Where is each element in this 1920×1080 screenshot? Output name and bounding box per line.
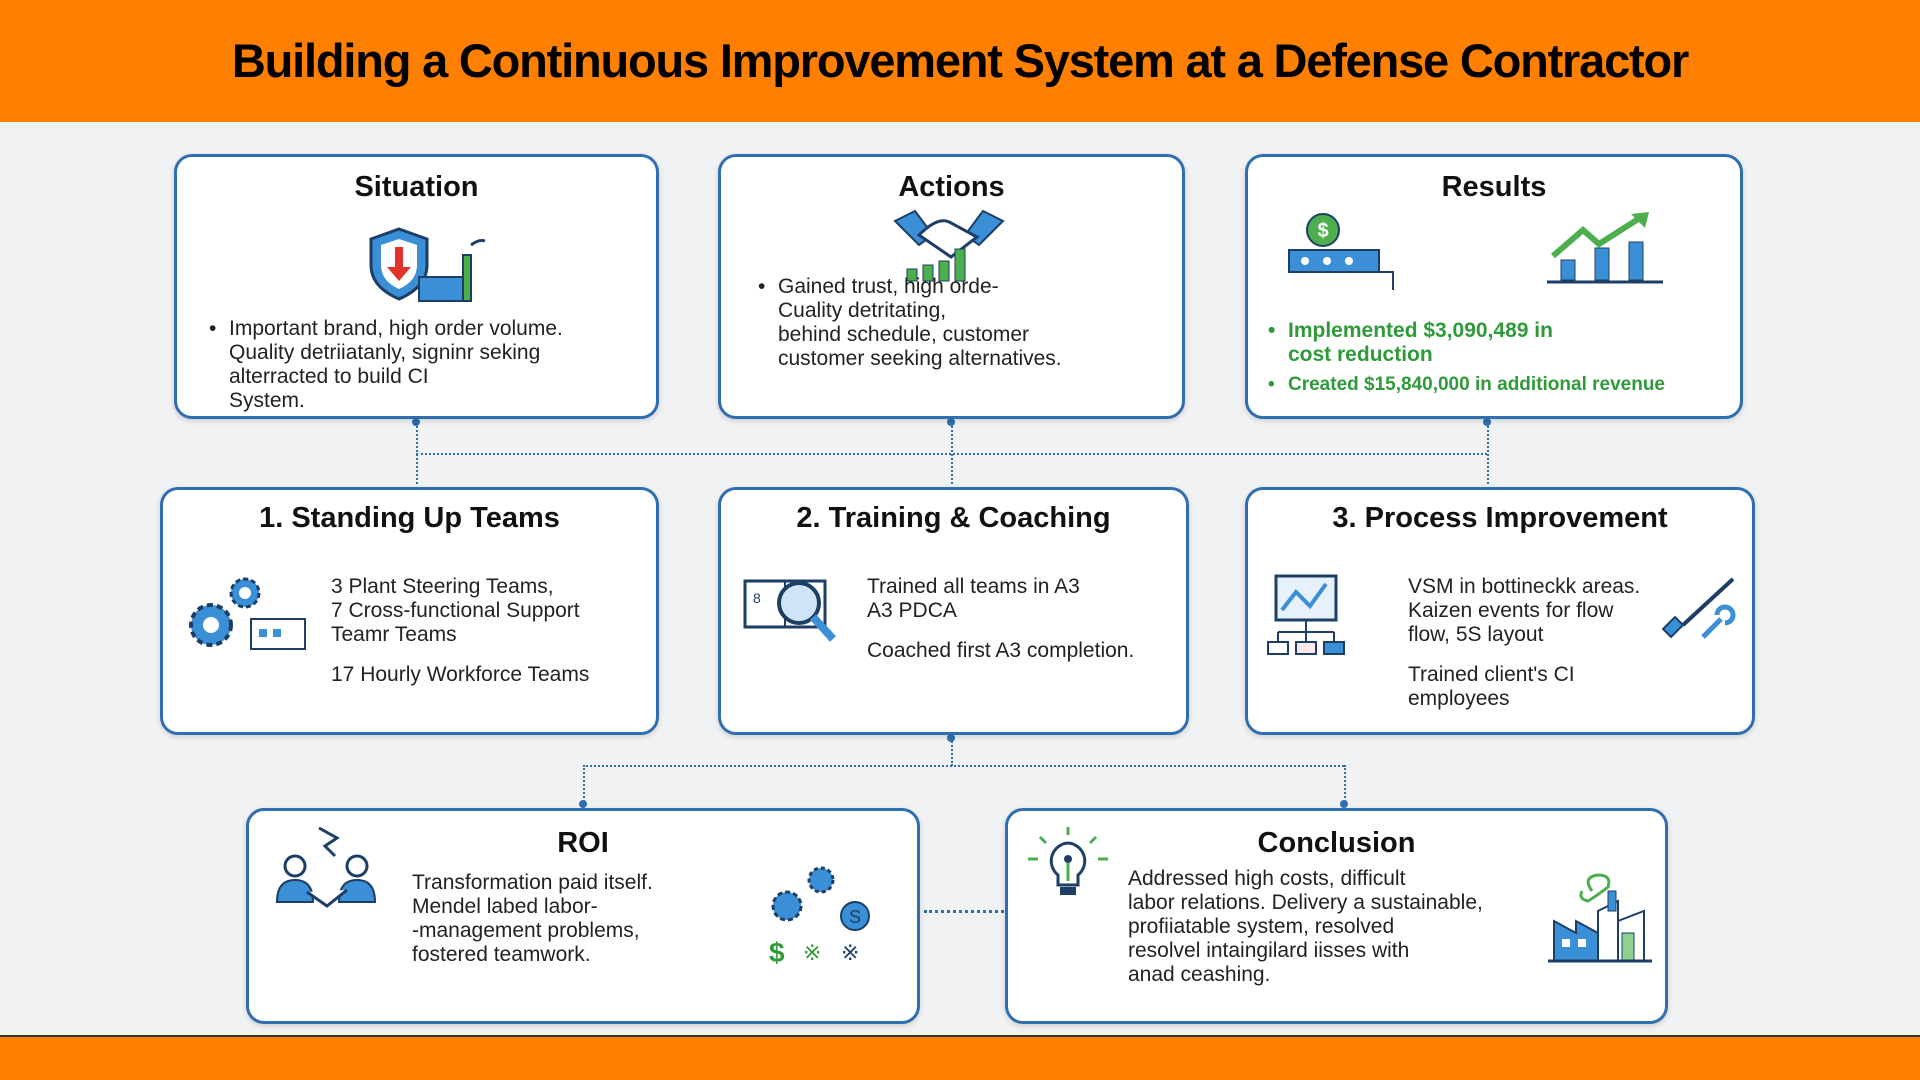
text-line: alterracted to build CI: [229, 365, 429, 388]
connector-dot: [412, 418, 420, 426]
text-line: VSM in bottineckk areas.: [1408, 575, 1641, 598]
conclusion-title: Conclusion: [1257, 827, 1416, 859]
text-line: 3 Plant Steering Teams,: [331, 575, 554, 598]
step3-text: VSM in bottineckk areas. Kaizen events f…: [1408, 575, 1688, 711]
lightbulb-icon: [1028, 827, 1108, 895]
broom-wrench-icon: [1661, 577, 1736, 639]
text-line: Trained all teams in A3: [867, 575, 1080, 598]
svg-text:※: ※: [803, 940, 821, 965]
step2-title: 2. Training & Coaching: [796, 502, 1111, 534]
roi-card: ROI Transformation paid itself. Mendel l…: [246, 808, 920, 1024]
result-item: Created $15,840,000 in additional revenu…: [1266, 373, 1736, 397]
step2-text: Trained all teams in A3 A3 PDCA Coached …: [867, 575, 1187, 663]
text-line: 17 Hourly Workforce Teams: [331, 663, 590, 686]
results-card: Results $ Implemented $3,090,489 incost …: [1245, 154, 1743, 419]
gears-icon: [189, 577, 306, 650]
roi-text: Transformation paid itself. Mendel labed…: [412, 871, 742, 967]
step1-text: 3 Plant Steering Teams, 7 Cross-function…: [331, 575, 651, 687]
text-line: A3 PDCA: [867, 599, 957, 622]
text-line: -management problems,: [412, 919, 640, 942]
footer-bar: [0, 1035, 1920, 1080]
factory-icon: [1548, 873, 1652, 963]
text-line: Implemented $3,090,489 in: [1288, 319, 1553, 342]
text-line: cost reduction: [1288, 343, 1433, 366]
situation-title: Situation: [354, 171, 479, 203]
situation-card: Situation Important brand, high order vo…: [174, 154, 659, 419]
connector-line: [583, 765, 1344, 767]
text-line: fostered teamwork.: [412, 943, 591, 966]
page-title: Building a Continuous Improvement System…: [231, 33, 1689, 87]
text-line: Mendel labed labor-: [412, 895, 598, 918]
text-line: Gained trust, high orde-: [778, 275, 999, 298]
connector-line: [1344, 765, 1346, 805]
text-line: Teamr Teams: [331, 623, 457, 646]
text-line: labor relations. Delivery a sustainable,: [1128, 891, 1483, 914]
connector-line: [924, 910, 1004, 913]
text-line: flow, 5S layout: [1408, 623, 1544, 646]
results-title: Results: [1441, 171, 1547, 203]
text-line: employees: [1408, 687, 1510, 710]
svg-text:S: S: [849, 907, 861, 927]
text-line: 7 Cross-functional Support: [331, 599, 580, 622]
actions-card: Actions Gained trust, high orde- Cuality…: [718, 154, 1185, 419]
money-machine-icon: $: [1288, 213, 1394, 290]
process-improvement-card: 3. Process Improvement VSM in bottineckk…: [1245, 487, 1755, 735]
conclusion-card: Conclusion Addressed high costs, difficu…: [1005, 808, 1668, 1024]
text-line: profiiatable system, resolved: [1128, 915, 1395, 938]
connector-line: [583, 765, 585, 805]
connector-line: [1487, 422, 1489, 484]
text-line: Addressed high costs, difficult: [1128, 867, 1406, 890]
connector-dot: [1483, 418, 1491, 426]
handshake-chart-icon: [893, 209, 1005, 282]
shield-factory-icon: [369, 227, 486, 302]
svg-text:$: $: [1317, 220, 1328, 242]
svg-text:8: 8: [753, 590, 761, 606]
text-line: Transformation paid itself.: [412, 871, 653, 894]
text-line: Kaizen events for flow: [1408, 599, 1614, 622]
training-coaching-card: 2. Training & Coaching 8 Trained all tea…: [718, 487, 1189, 735]
title-banner: Building a Continuous Improvement System…: [0, 0, 1920, 122]
connector-dot: [1340, 800, 1348, 808]
text-line: Quality detriiatanly, signinr seking: [229, 341, 541, 364]
text-line: anad ceashing.: [1128, 963, 1271, 986]
conclusion-text: Addressed high costs, difficult labor re…: [1128, 867, 1568, 987]
team-handshake-icon: [275, 826, 377, 908]
connector-dot: [947, 734, 955, 742]
roi-title: ROI: [557, 827, 609, 859]
step3-title: 3. Process Improvement: [1332, 502, 1668, 534]
step1-title: 1. Standing Up Teams: [259, 502, 560, 534]
text-line: System.: [229, 389, 305, 412]
actions-title: Actions: [898, 171, 1005, 203]
book-magnifier-icon: 8: [743, 579, 836, 642]
text-line: Cuality detritating,: [778, 299, 947, 322]
text-line: behind schedule, customer: [778, 323, 1029, 346]
situation-text: Important brand, high order volume. Qual…: [207, 317, 647, 413]
svg-text:$: $: [769, 937, 785, 968]
svg-text:※: ※: [841, 940, 859, 965]
text-line: Coached first A3 completion.: [867, 639, 1135, 662]
text-line: Trained client's CI: [1408, 663, 1575, 686]
gears-money-icon: S $ ※ ※: [769, 866, 870, 968]
process-map-icon: [1267, 574, 1345, 655]
connector-line: [416, 453, 1487, 455]
text-line: Created $15,840,000 in additional revenu…: [1288, 374, 1666, 395]
text-line: Important brand, high order volume.: [229, 317, 563, 340]
standing-up-teams-card: 1. Standing Up Teams 3 Plant Steering Te…: [160, 487, 659, 735]
connector-line: [951, 738, 953, 766]
actions-text: Gained trust, high orde- Cuality detrita…: [756, 275, 1176, 371]
growth-chart-icon: [1547, 212, 1663, 284]
connector-dot: [579, 800, 587, 808]
text-line: resolvel intaingilard iisses with: [1128, 939, 1410, 962]
text-line: customer seeking alternatives.: [778, 347, 1062, 370]
connector-dot: [947, 418, 955, 426]
